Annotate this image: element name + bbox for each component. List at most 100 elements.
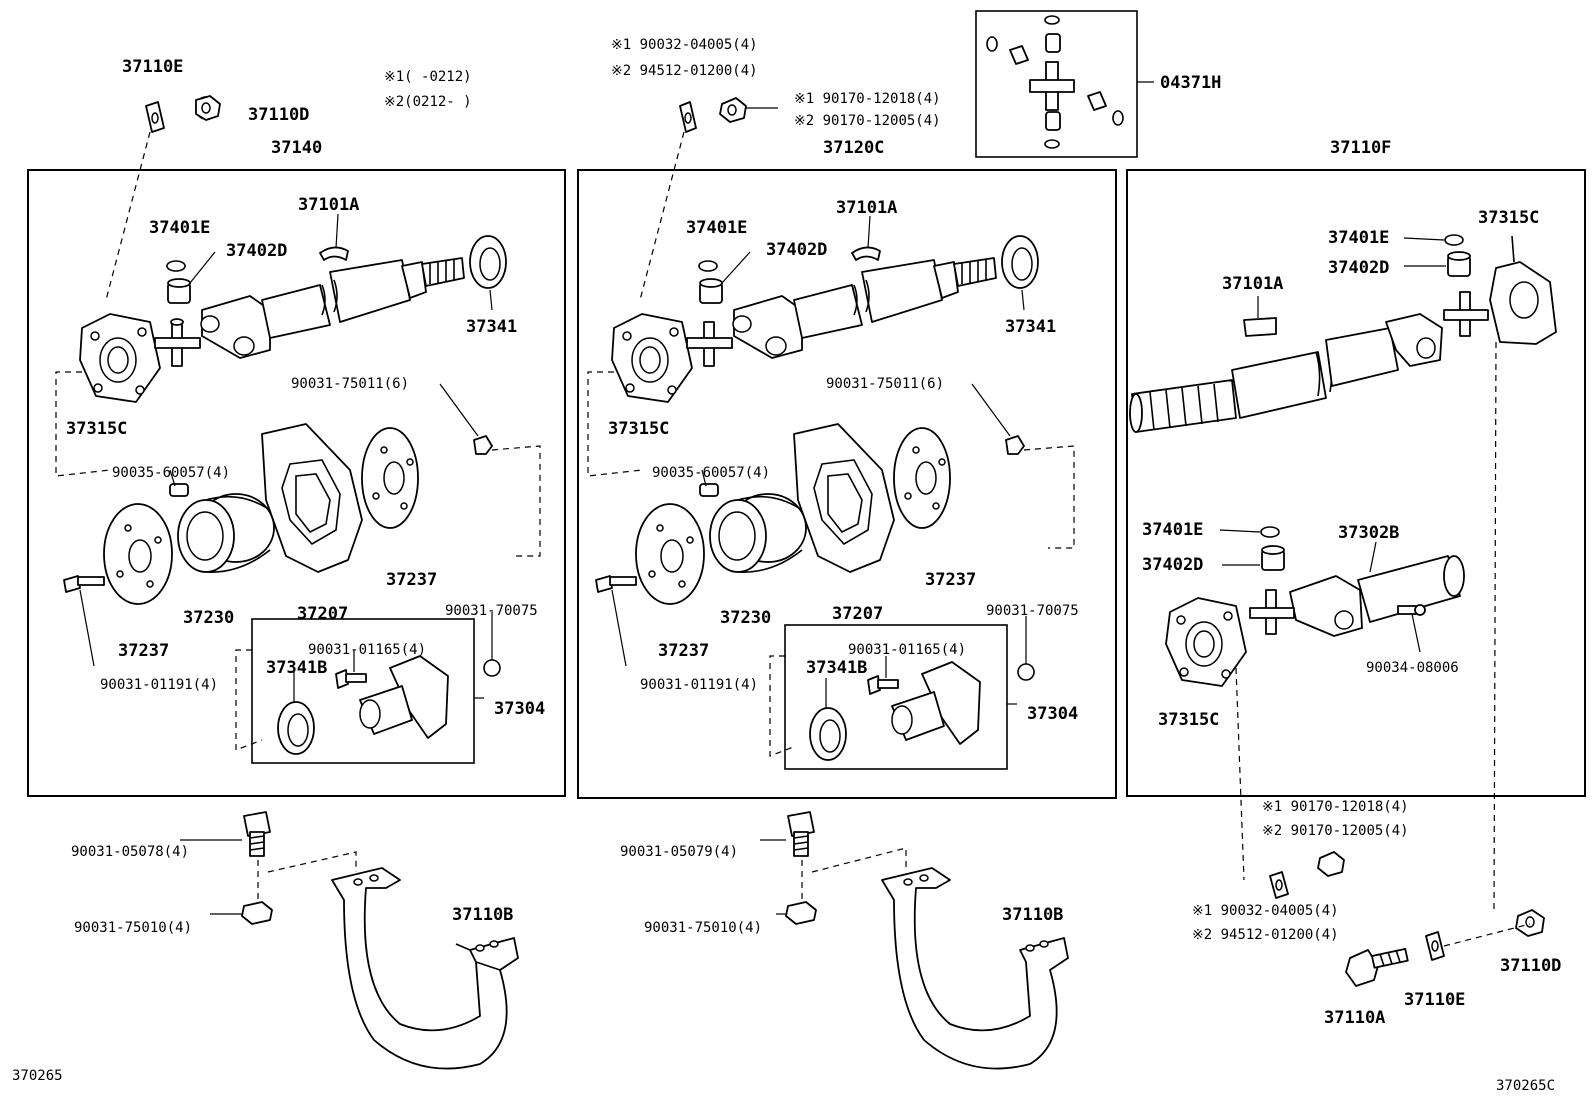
mid-note2: ※2 94512-01200(4) [611, 63, 758, 79]
grease-fitting [1397, 604, 1426, 616]
label-37237-right: 37237 [386, 570, 438, 590]
slip-yoke-37302b [1289, 555, 1465, 637]
oil-seal-mid [1001, 235, 1039, 289]
spider-mid [686, 321, 733, 367]
rubber-cushion-mid [709, 493, 807, 573]
label-37230: 37230 [183, 608, 235, 628]
bearing-housing-mid [793, 423, 895, 573]
right-note1: ※1 90170-12018(4) [1262, 799, 1409, 815]
label-mid-37341b: 37341B [806, 658, 868, 678]
spider-kit-box [975, 10, 1138, 158]
nut-middle [719, 97, 747, 123]
flange-yoke [79, 313, 161, 403]
label-37101a: 37101A [298, 195, 360, 215]
label-right-37402d-a: 37402D [1328, 258, 1390, 278]
pin [169, 483, 189, 497]
flange-yoke-mid [611, 313, 693, 403]
flange-yoke-right-a [1489, 235, 1557, 345]
label-37401e: 37401E [149, 218, 211, 238]
nut-mid [1005, 435, 1025, 455]
center-bearing-box-left [251, 618, 475, 764]
label-mid-37207: 37207 [832, 604, 884, 624]
label-mid-90031-75010: 90031-75010(4) [644, 920, 763, 936]
center-bearing-box-mid [784, 624, 1008, 770]
label-04371h: 04371H [1160, 73, 1222, 93]
label-37341: 37341 [466, 317, 518, 337]
label-37110d: 37110D [248, 105, 310, 125]
label-right-90034-08006: 90034-08006 [1366, 660, 1459, 676]
bracket-bolt-left [243, 811, 271, 857]
label-mid-37401e: 37401E [686, 218, 748, 238]
right-note2: ※2 90170-12005(4) [1262, 823, 1409, 839]
spider-kit-parts [986, 15, 1124, 149]
center-bearing-hub-mid [891, 661, 981, 745]
label-assembly-37140: 37140 [271, 138, 323, 158]
propeller-shaft-right [1129, 313, 1443, 433]
label-90031-70075: 90031-70075 [445, 603, 538, 619]
flange-plate-right [361, 427, 419, 529]
label-mid-37237-left: 37237 [658, 641, 710, 661]
flange-plate-left-mid [635, 503, 705, 605]
label-mid-37341: 37341 [1005, 317, 1057, 337]
label-right-37315c-a: 37315C [1478, 208, 1540, 228]
label-90031-75010: 90031-75010(4) [74, 920, 193, 936]
bolt-37110a [1345, 948, 1409, 987]
label-37207: 37207 [297, 604, 349, 624]
propeller-shaft [200, 257, 465, 359]
label-right-37110a: 37110A [1324, 1008, 1386, 1028]
bearing-cup-mid [699, 278, 723, 304]
label-37237-left: 37237 [118, 641, 170, 661]
snap-ring-mid [698, 260, 718, 272]
label-right-37315c-b: 37315C [1158, 710, 1220, 730]
panel-37140 [27, 169, 566, 797]
label-mid-37237-right: 37237 [925, 570, 977, 590]
label-mid-90031-70075: 90031-70075 [986, 603, 1079, 619]
label-mid-37304: 37304 [1027, 704, 1079, 724]
snap-ring-right-a [1444, 234, 1464, 246]
label-37110b: 37110B [452, 905, 514, 925]
bearing-cup-right-b [1261, 545, 1285, 571]
universal-joint-spider [154, 318, 201, 367]
label-90031-01165: 90031-01165(4) [308, 642, 427, 658]
bracket-37110b-mid [881, 867, 1069, 1070]
legend-note1: ※1( -0212) [384, 69, 472, 85]
bolt-small [63, 575, 105, 593]
flange-yoke-right-b [1165, 597, 1247, 687]
label-90031-05078: 90031-05078(4) [71, 844, 190, 860]
label-37110e: 37110E [122, 57, 184, 77]
label-90031-01191: 90031-01191(4) [100, 677, 219, 693]
bracket-37110b-left [331, 867, 519, 1070]
label-90031-75011: 90031-75011(6) [291, 376, 410, 392]
panel-37120c [577, 169, 1117, 799]
label-mid-90035-60057: 90035-60057(4) [652, 465, 771, 481]
label-90035-60057: 90035-60057(4) [112, 465, 231, 481]
snap-ring-right-b [1260, 526, 1280, 538]
label-mid-37110b: 37110B [1002, 905, 1064, 925]
bracket-nut-mid [785, 901, 817, 925]
center-bearing-hub [359, 655, 449, 739]
bearing-housing [261, 423, 363, 573]
label-mid-37230: 37230 [720, 608, 772, 628]
label-right-37110d: 37110D [1500, 956, 1562, 976]
label-mid-37315c: 37315C [608, 419, 670, 439]
nut-37110d-right [1515, 909, 1545, 937]
label-right-37401e-b: 37401E [1142, 520, 1204, 540]
bolt-small-mid [595, 575, 637, 593]
label-right-37401e-a: 37401E [1328, 228, 1390, 248]
diagram-code-left: 370265 [12, 1068, 63, 1084]
balance-weight-mid [851, 246, 881, 261]
label-right-37402d-b: 37402D [1142, 555, 1204, 575]
rubber-cushion [177, 493, 275, 573]
bolt-90031-01165-mid [867, 675, 899, 695]
mid-note1: ※1 90032-04005(4) [611, 37, 758, 53]
label-37304: 37304 [494, 699, 546, 719]
label-mid-90031-75011: 90031-75011(6) [826, 376, 945, 392]
bracket-bolt-mid [787, 811, 815, 857]
label-37315c: 37315C [66, 419, 128, 439]
seal-37341b [277, 701, 315, 755]
balance-weight [319, 246, 349, 261]
nut-37110d [195, 95, 221, 121]
diagram-code-right: 370265C [1496, 1078, 1556, 1094]
